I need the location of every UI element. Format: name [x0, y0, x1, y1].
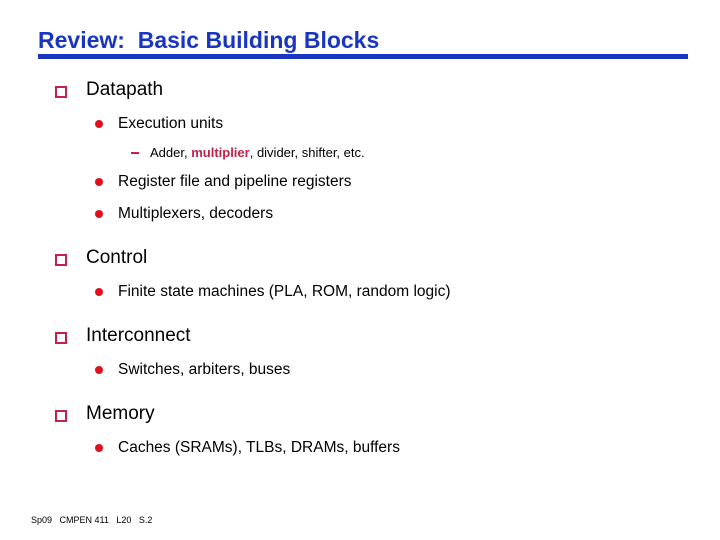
bullet-level1-label: Memory — [86, 403, 155, 424]
square-bullet-icon — [55, 254, 67, 266]
square-bullet-icon — [55, 332, 67, 344]
bullet-level3-suffix: , divider, shifter, etc. — [249, 145, 365, 160]
title-underline-rule — [38, 54, 688, 59]
bullet-level2-register-file: Register file and pipeline registers — [0, 171, 720, 192]
bullet-level3-adder-list: Adder, multiplier, divider, shifter, etc… — [0, 143, 720, 162]
square-bullet-icon — [55, 410, 67, 422]
bullet-level2-label: Register file and pipeline registers — [118, 173, 352, 190]
bullet-level2-execution-units: Execution units — [0, 113, 720, 134]
disc-bullet-icon — [95, 444, 103, 452]
bullet-level2-label: Finite state machines (PLA, ROM, random … — [118, 283, 451, 300]
disc-bullet-icon — [95, 178, 103, 186]
title-block: Review: Basic Building Blocks — [38, 26, 698, 54]
bullet-level3-prefix: Adder, — [150, 145, 192, 160]
bullet-level2-label: Switches, arbiters, buses — [118, 361, 291, 378]
bullet-level2-finite-state-machines: Finite state machines (PLA, ROM, random … — [0, 281, 720, 302]
bullet-level1-datapath: Datapath — [0, 78, 720, 102]
bullet-level3-highlight: multiplier — [191, 145, 250, 160]
bullet-level2-label: Multiplexers, decoders — [118, 205, 274, 222]
bullet-level2-switches: Switches, arbiters, buses — [0, 359, 720, 380]
bullet-level2-label: Caches (SRAMs), TLBs, DRAMs, buffers — [118, 439, 400, 456]
disc-bullet-icon — [95, 288, 103, 296]
page-title: Review: Basic Building Blocks — [38, 27, 380, 53]
disc-bullet-icon — [95, 120, 103, 128]
bullet-level1-control: Control — [0, 246, 720, 270]
bullet-level1-interconnect: Interconnect — [0, 324, 720, 348]
bullet-level2-multiplexers: Multiplexers, decoders — [0, 203, 720, 224]
dash-bullet-icon — [131, 152, 139, 154]
bullet-level2-caches: Caches (SRAMs), TLBs, DRAMs, buffers — [0, 437, 720, 458]
bullet-level1-memory: Memory — [0, 402, 720, 426]
disc-bullet-icon — [95, 366, 103, 374]
slide-body: Datapath Execution units Adder, multipli… — [0, 78, 720, 458]
bullet-level1-label: Control — [86, 247, 148, 268]
slide-footer: Sp09 CMPEN 411 L20 S.2 — [31, 515, 153, 525]
square-bullet-icon — [55, 86, 67, 98]
bullet-level1-label: Interconnect — [86, 325, 191, 346]
disc-bullet-icon — [95, 210, 103, 218]
bullet-level2-label: Execution units — [118, 115, 224, 132]
bullet-level1-label: Datapath — [86, 79, 164, 100]
